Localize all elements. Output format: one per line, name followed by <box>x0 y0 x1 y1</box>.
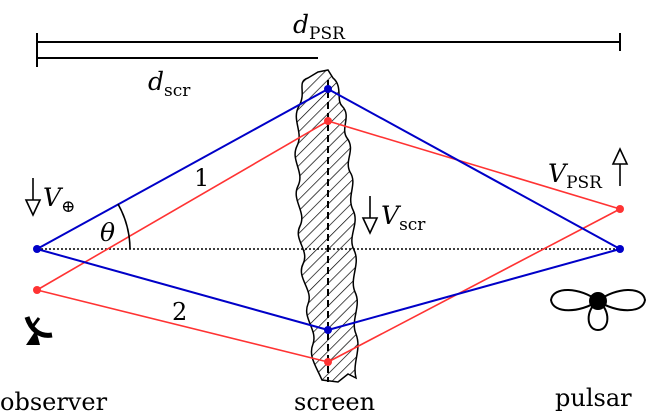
pulsar-icon <box>549 289 647 332</box>
theta-label: θ <box>100 218 115 247</box>
v-earth-label: V⊕ <box>43 183 75 217</box>
path-2-label: 2 <box>172 298 187 326</box>
v-screen-label: Vscr <box>381 201 426 235</box>
distance-bar-screen <box>36 49 318 67</box>
d-psr-label: dPSR <box>293 10 346 44</box>
v-earth-arrow <box>24 178 42 217</box>
observer-rays <box>36 88 621 331</box>
path-1-label: 1 <box>194 164 209 192</box>
pulsar-label: pulsar <box>555 384 632 412</box>
telescope-icon <box>24 316 53 345</box>
ray-points <box>33 85 624 366</box>
d-scr-label: dscr <box>148 67 191 101</box>
theta-arc <box>117 203 131 250</box>
scattering-screen <box>294 69 359 383</box>
observer-label: observer <box>0 388 108 416</box>
v-screen-arrow <box>361 196 379 235</box>
screen-label: screen <box>294 388 375 416</box>
v-psr-label: VPSR <box>548 159 603 193</box>
distance-bar-psr <box>36 33 621 51</box>
v-psr-arrow <box>611 147 629 186</box>
